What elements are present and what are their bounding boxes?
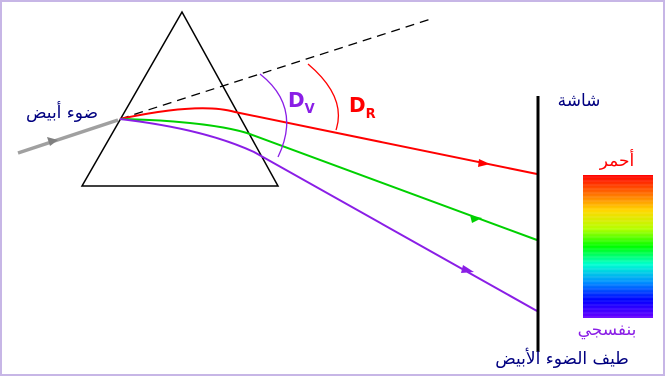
white-light-label: ضوء أبيض <box>26 101 98 123</box>
violet-angle-main: D <box>288 88 305 112</box>
red-angle-label: DR <box>349 93 376 122</box>
red-deviation-arc <box>307 63 340 131</box>
incident-ray-arrowhead <box>47 137 58 146</box>
red-angle-sub: R <box>366 107 376 122</box>
red-ray-arrowhead <box>478 159 490 167</box>
spectrum-bar <box>583 175 653 318</box>
violet-ray <box>119 118 538 312</box>
violet-angle-label: DV <box>288 88 315 117</box>
red-ray <box>119 107 538 175</box>
incident-white-ray <box>17 118 119 155</box>
screen-label: شاشة <box>558 91 601 111</box>
spectrum-caption: طيف الضوء الأبيض <box>495 348 629 369</box>
violet-deviation-arc <box>259 73 288 158</box>
green-ray-arrowhead <box>470 215 482 223</box>
spectrum-gradient-rect <box>583 175 653 318</box>
violet-label: بنفسجي <box>578 320 637 340</box>
violet-angle-sub: V <box>305 102 315 117</box>
undeviated-reference-line <box>119 17 435 120</box>
violet-ray-arrowhead <box>461 265 474 273</box>
red-label: أحمر <box>599 149 634 171</box>
red-angle-main: D <box>349 93 366 117</box>
prism <box>80 10 280 187</box>
green-ray <box>119 118 538 241</box>
